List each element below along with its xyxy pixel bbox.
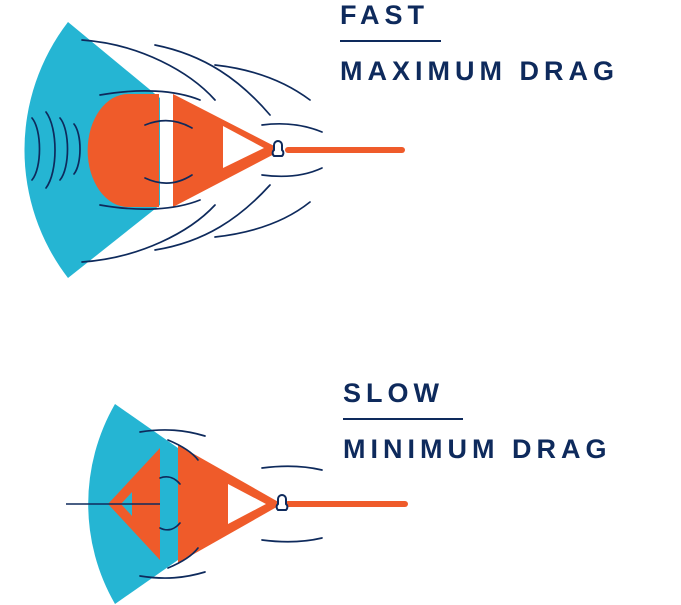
fast-cone-window xyxy=(223,126,264,168)
slow-shackle-icon xyxy=(275,494,289,511)
slow-flow-lines xyxy=(139,429,323,579)
fast-shackle-icon xyxy=(271,140,285,157)
fast-panel xyxy=(24,22,405,278)
fast-flow-lines xyxy=(31,39,323,263)
fast-drag-label: MAXIMUM DRAG xyxy=(340,56,619,86)
fast-speed-label: FAST xyxy=(340,0,430,30)
fast-divider xyxy=(340,40,441,42)
slow-drag-label: MINIMUM DRAG xyxy=(343,434,612,464)
slow-speed-label: SLOW xyxy=(343,378,444,408)
slow-cone-window xyxy=(228,484,266,524)
slow-divider xyxy=(343,418,463,420)
slow-panel xyxy=(66,404,408,604)
fast-orange-dome xyxy=(87,94,159,207)
